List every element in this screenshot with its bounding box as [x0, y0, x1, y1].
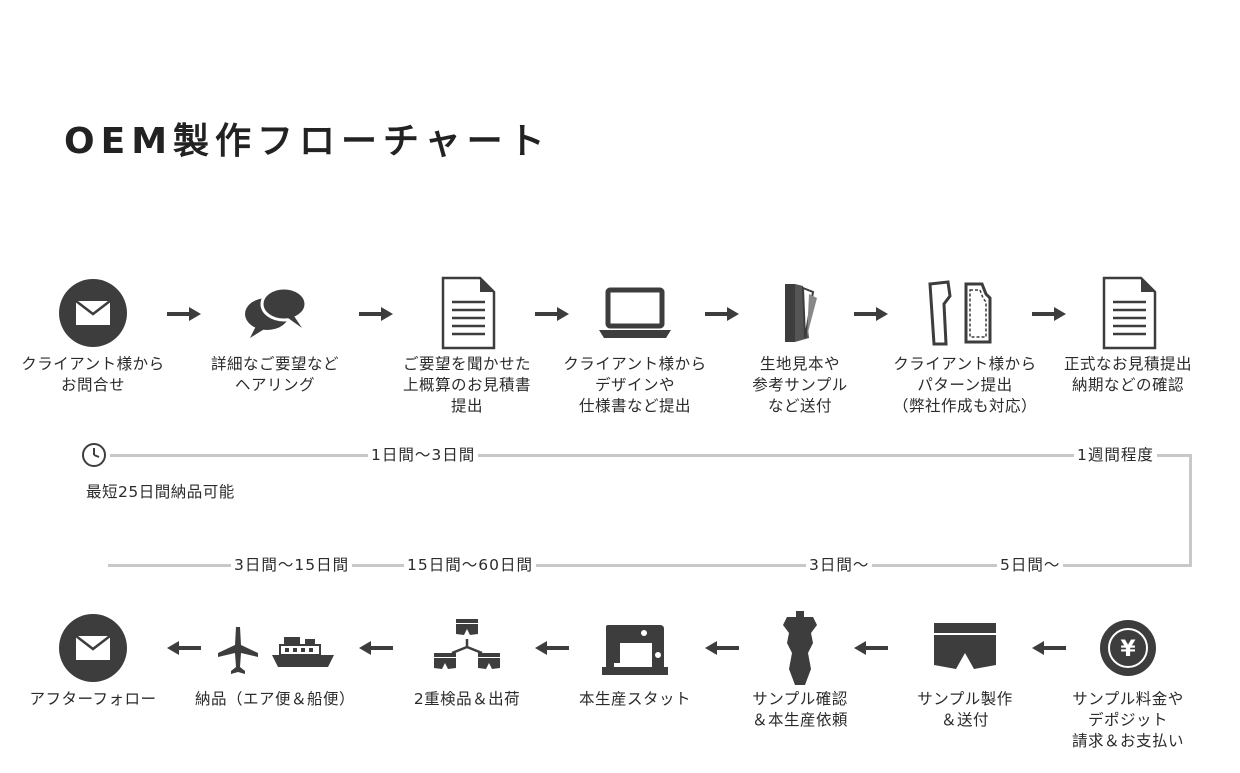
page-title: OEM製作フローチャート: [64, 121, 551, 162]
step-sample-send: 生地見本や 参考サンプル など送付: [715, 272, 885, 417]
timeline-label: 3日間〜: [806, 555, 873, 575]
arrow-right-icon: [165, 305, 203, 323]
arrow-left-icon: [357, 639, 395, 657]
speech-bubbles-icon: [234, 272, 316, 354]
step-estimate: ご要望を聞かせた 上概算のお見積書 提出: [382, 272, 552, 417]
step-inspection-ship: 2重検品＆出荷: [382, 607, 552, 710]
step-inquiry: クライアント様から お問合せ: [8, 272, 178, 396]
arrow-left-icon: [1030, 639, 1068, 657]
arrow-right-icon: [357, 305, 395, 323]
envelope-icon: [52, 272, 134, 354]
timeline-label: 3日間〜15日間: [231, 555, 353, 575]
inspection-shorts-icon: [426, 607, 508, 689]
arrow-left-icon: [703, 639, 741, 657]
step-sample-payment: ¥ サンプル料金や デポジット 請求＆お支払い: [1043, 607, 1213, 752]
step-label: ご要望を聞かせた 上概算のお見積書 提出: [402, 355, 531, 415]
step-label: サンプル製作 ＆送付: [917, 690, 1013, 729]
step-label: 正式なお見積提出 納期などの確認: [1063, 355, 1192, 394]
step-sample-confirm: サンプル確認 ＆本生産依頼: [715, 607, 885, 731]
step-design: クライアント様から デザインや 仕様書など提出: [550, 272, 720, 417]
boxer-shorts-icon: [924, 607, 1006, 689]
svg-text:¥: ¥: [1120, 637, 1136, 662]
arrow-left-icon: [852, 639, 890, 657]
timeline-label: 5日間〜: [997, 555, 1064, 575]
fabric-swatch-icon: [759, 272, 841, 354]
arrow-left-icon: [165, 639, 203, 657]
envelope-icon: [52, 607, 134, 689]
timeline-note: 最短25日間納品可能: [86, 483, 235, 501]
step-pattern: クライアント様から パターン提出 （弊社作成も対応）: [880, 272, 1050, 417]
timeline-label: 1週間程度: [1074, 445, 1157, 465]
timeline-line-right: [1189, 454, 1192, 567]
step-label: クライアント様から パターン提出 （弊社作成も対応）: [892, 355, 1037, 415]
arrow-right-icon: [703, 305, 741, 323]
step-label: サンプル料金や デポジット 請求＆お支払い: [1071, 690, 1184, 750]
arrow-right-icon: [533, 305, 571, 323]
step-label: 2重検品＆出荷: [413, 690, 521, 708]
step-production-start: 本生産スタット: [550, 607, 720, 710]
timeline-line-bottom: [108, 564, 1192, 567]
timeline-label: 15日間〜60日間: [404, 555, 536, 575]
laptop-icon: [594, 272, 676, 354]
step-hearing: 詳細なご要望など ヘアリング: [190, 272, 360, 396]
step-label: クライアント様から お問合せ: [21, 355, 165, 394]
sewing-machine-icon: [594, 607, 676, 689]
arrow-right-icon: [1030, 305, 1068, 323]
step-label: 本生産スタット: [578, 690, 691, 708]
mannequin-icon: [759, 607, 841, 689]
step-sample-making: サンプル製作 ＆送付: [880, 607, 1050, 731]
airplane-ship-icon: [210, 607, 340, 689]
step-label: 生地見本や 参考サンプル など送付: [752, 355, 848, 415]
document-icon: [1087, 272, 1169, 354]
yen-coin-icon: ¥: [1087, 607, 1169, 689]
step-delivery: 納品（エア便＆船便）: [190, 607, 360, 710]
step-label: 納品（エア便＆船便）: [194, 690, 355, 708]
step-label: クライアント様から デザインや 仕様書など提出: [563, 355, 707, 415]
step-label: サンプル確認 ＆本生産依頼: [751, 690, 848, 729]
arrow-left-icon: [533, 639, 571, 657]
clock-icon: [81, 442, 107, 468]
step-after-follow: アフターフォロー: [8, 607, 178, 710]
document-icon: [426, 272, 508, 354]
arrow-right-icon: [852, 305, 890, 323]
step-formal-estimate: 正式なお見積提出 納期などの確認: [1043, 272, 1213, 396]
pattern-pieces-icon: [924, 272, 1006, 354]
timeline-label: 1日間〜3日間: [368, 445, 479, 465]
step-label: アフターフォロー: [29, 690, 157, 708]
step-label: 詳細なご要望など ヘアリング: [210, 355, 339, 394]
timeline-line-top: [110, 454, 1192, 457]
